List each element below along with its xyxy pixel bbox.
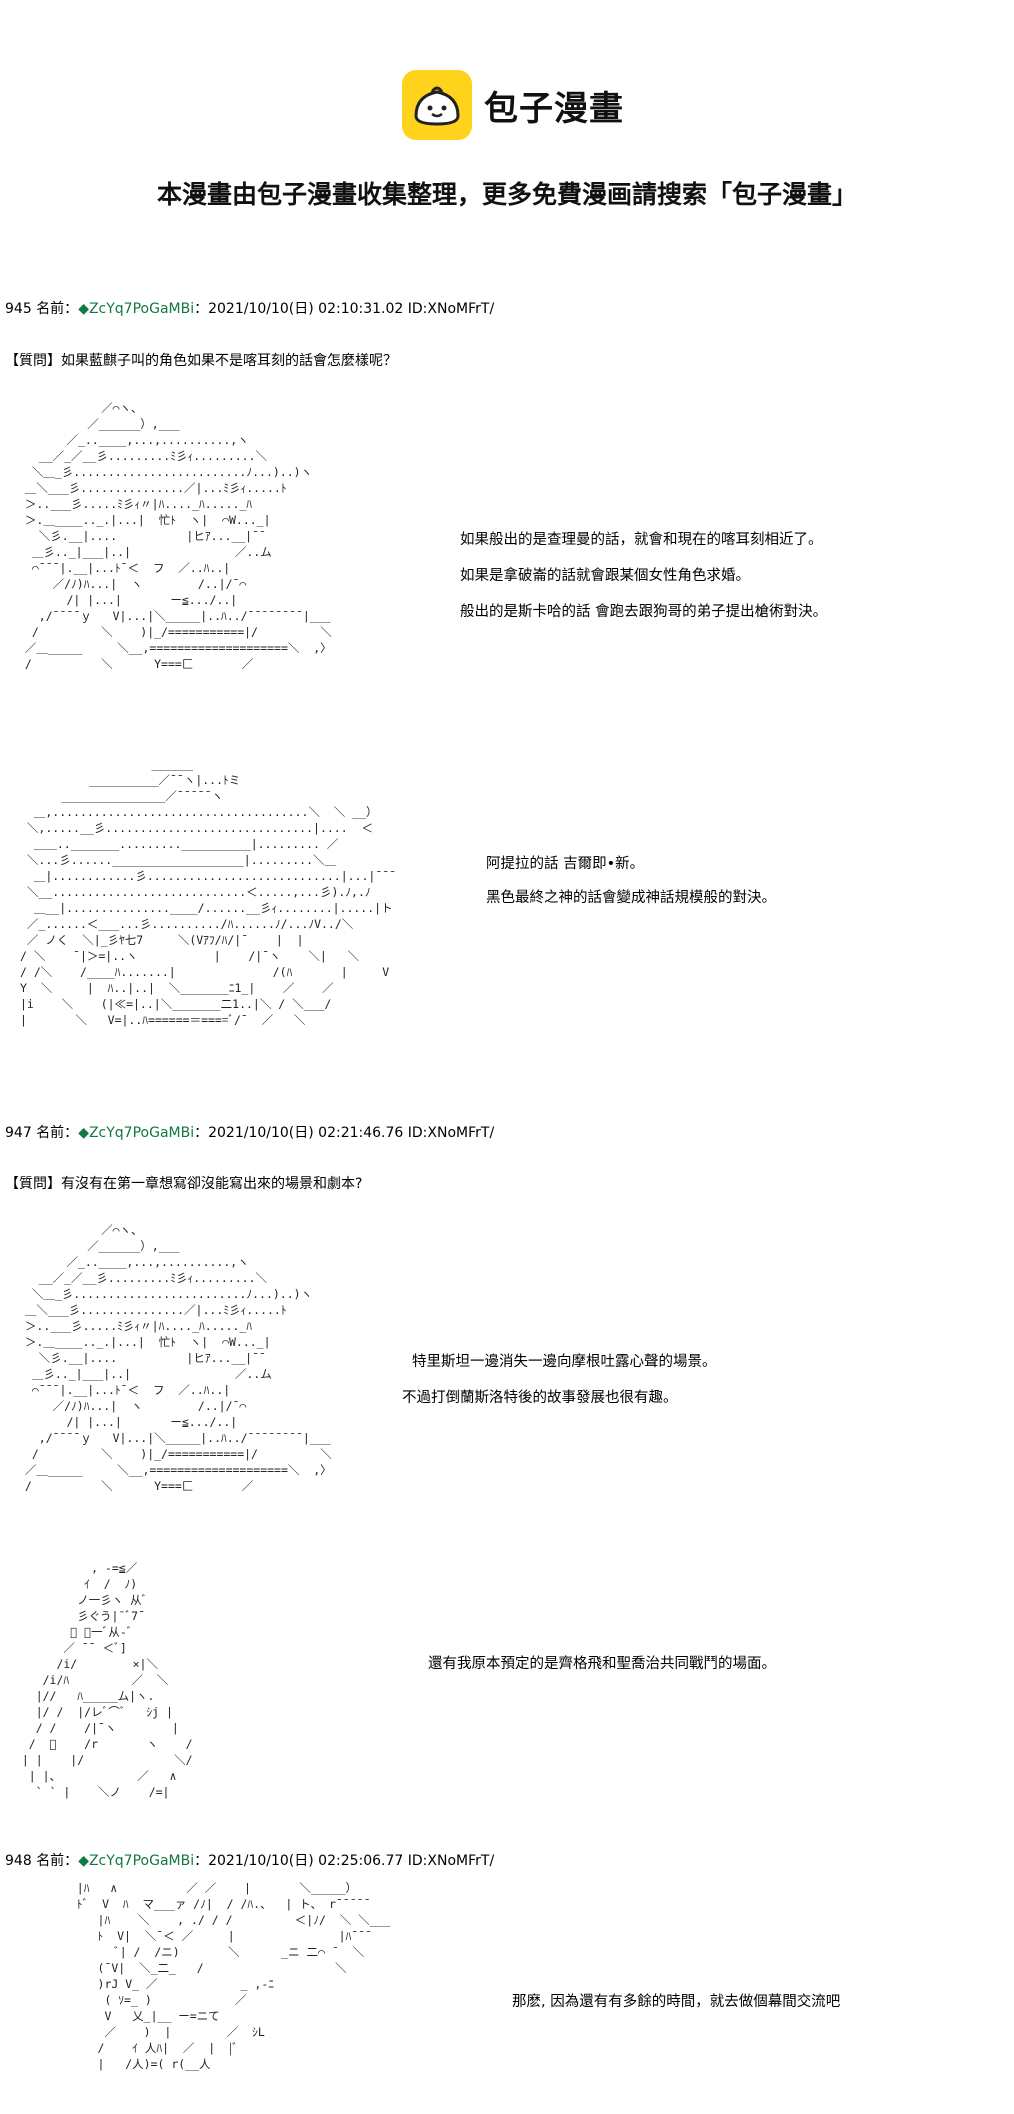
post-number: 947 — [5, 1125, 32, 1141]
post-text-line: 特里斯坦一邊消失一邊向摩根吐露心聲的場景。 — [412, 1354, 717, 1370]
poster-trip: ◆ZcYq7PoGaMBi — [78, 1853, 195, 1869]
post-header: 948 名前：◆ZcYq7PoGaMBi：2021/10/10(日) 02:25… — [5, 1850, 494, 1870]
post-date: ：2021/10/10(日) 02:25:06.77 ID:XNoMFrT/ — [194, 1853, 495, 1869]
poster-trip: ◆ZcYq7PoGaMBi — [78, 1125, 195, 1141]
post-text-line: 如果是拿破崙的話就會跟某個女性角色求婚。 — [460, 568, 750, 584]
name-label: 名前： — [36, 1853, 79, 1869]
site-logo[interactable]: 包子漫畫 — [402, 70, 624, 140]
post-header: 945 名前：◆ZcYq7PoGaMBi：2021/10/10(日) 02:10… — [5, 298, 494, 318]
site-banner: 包子漫畫 本漫畫由包子漫畫收集整理，更多免費漫画請搜索「包子漫畫」 — [0, 60, 1014, 210]
name-label: 名前： — [36, 301, 79, 317]
post-text-line: 如果般出的是查理曼的話，就會和現在的喀耳刻相近了。 — [460, 532, 823, 548]
site-tagline: 本漫畫由包子漫畫收集整理，更多免費漫画請搜索「包子漫畫」 — [156, 180, 857, 209]
bun-logo-icon — [402, 70, 472, 140]
post-text-line: 不過打倒蘭斯洛特後的故事發展也很有趣。 — [402, 1390, 678, 1406]
name-label: 名前： — [36, 1125, 79, 1141]
post-question: 【質問】如果藍麒子叫的角色如果不是喀耳刻的話會怎麼樣呢？ — [5, 353, 397, 369]
ascii-art: |ﾊ ∧ ／ ／ | ＼_____） ﾄﾞ V ﾊ マ___ァ /ﾉ| / /ﾊ… — [76, 1881, 391, 2071]
ascii-art: ／⌒ヽ、 ／______）,___ ／_..____,...,.........… — [24, 401, 332, 671]
ascii-art: , -=≦／ ｲ / ﾉ) ノ一彡ヽ 从ﾞ 彡ぐう|¯ﾞ7¯ ﾞ ）一ﾞ从-ﾞ … — [21, 1561, 193, 1799]
poster-trip: ◆ZcYq7PoGaMBi — [78, 301, 195, 317]
ascii-art: ／⌒ヽ、 ／______）,___ ／_..____,...,.........… — [24, 1223, 332, 1493]
post-text-line: 那麽, 因為還有有多餘的時間，就去做個幕間交流吧 — [512, 1994, 841, 2010]
post-text-line: 般出的是斯卡哈的話 會跑去跟狗哥的弟子提出槍術對決。 — [460, 604, 828, 620]
post-text-line: 阿提拉的話 吉爾即•新。 — [486, 856, 645, 872]
logo-text: 包子漫畫 — [484, 88, 624, 129]
ascii-art: ______ __________／¯¯ヽ|...ﾄミ ____________… — [20, 757, 397, 1027]
post-text-line: 黑色最終之神的話會變成神話規模般的對決。 — [486, 890, 776, 906]
post-question: 【質問】有沒有在第一章想寫卻沒能寫出來的場景和劇本? — [5, 1176, 363, 1192]
post-date: ：2021/10/10(日) 02:21:46.76 ID:XNoMFrT/ — [194, 1125, 495, 1141]
post-number: 945 — [5, 301, 32, 317]
post-text-line: 還有我原本預定的是齊格飛和聖喬治共同戰鬥的場面。 — [428, 1656, 776, 1672]
post-number: 948 — [5, 1853, 32, 1869]
post-header: 947 名前：◆ZcYq7PoGaMBi：2021/10/10(日) 02:21… — [5, 1122, 494, 1142]
post-date: ：2021/10/10(日) 02:10:31.02 ID:XNoMFrT/ — [194, 301, 495, 317]
